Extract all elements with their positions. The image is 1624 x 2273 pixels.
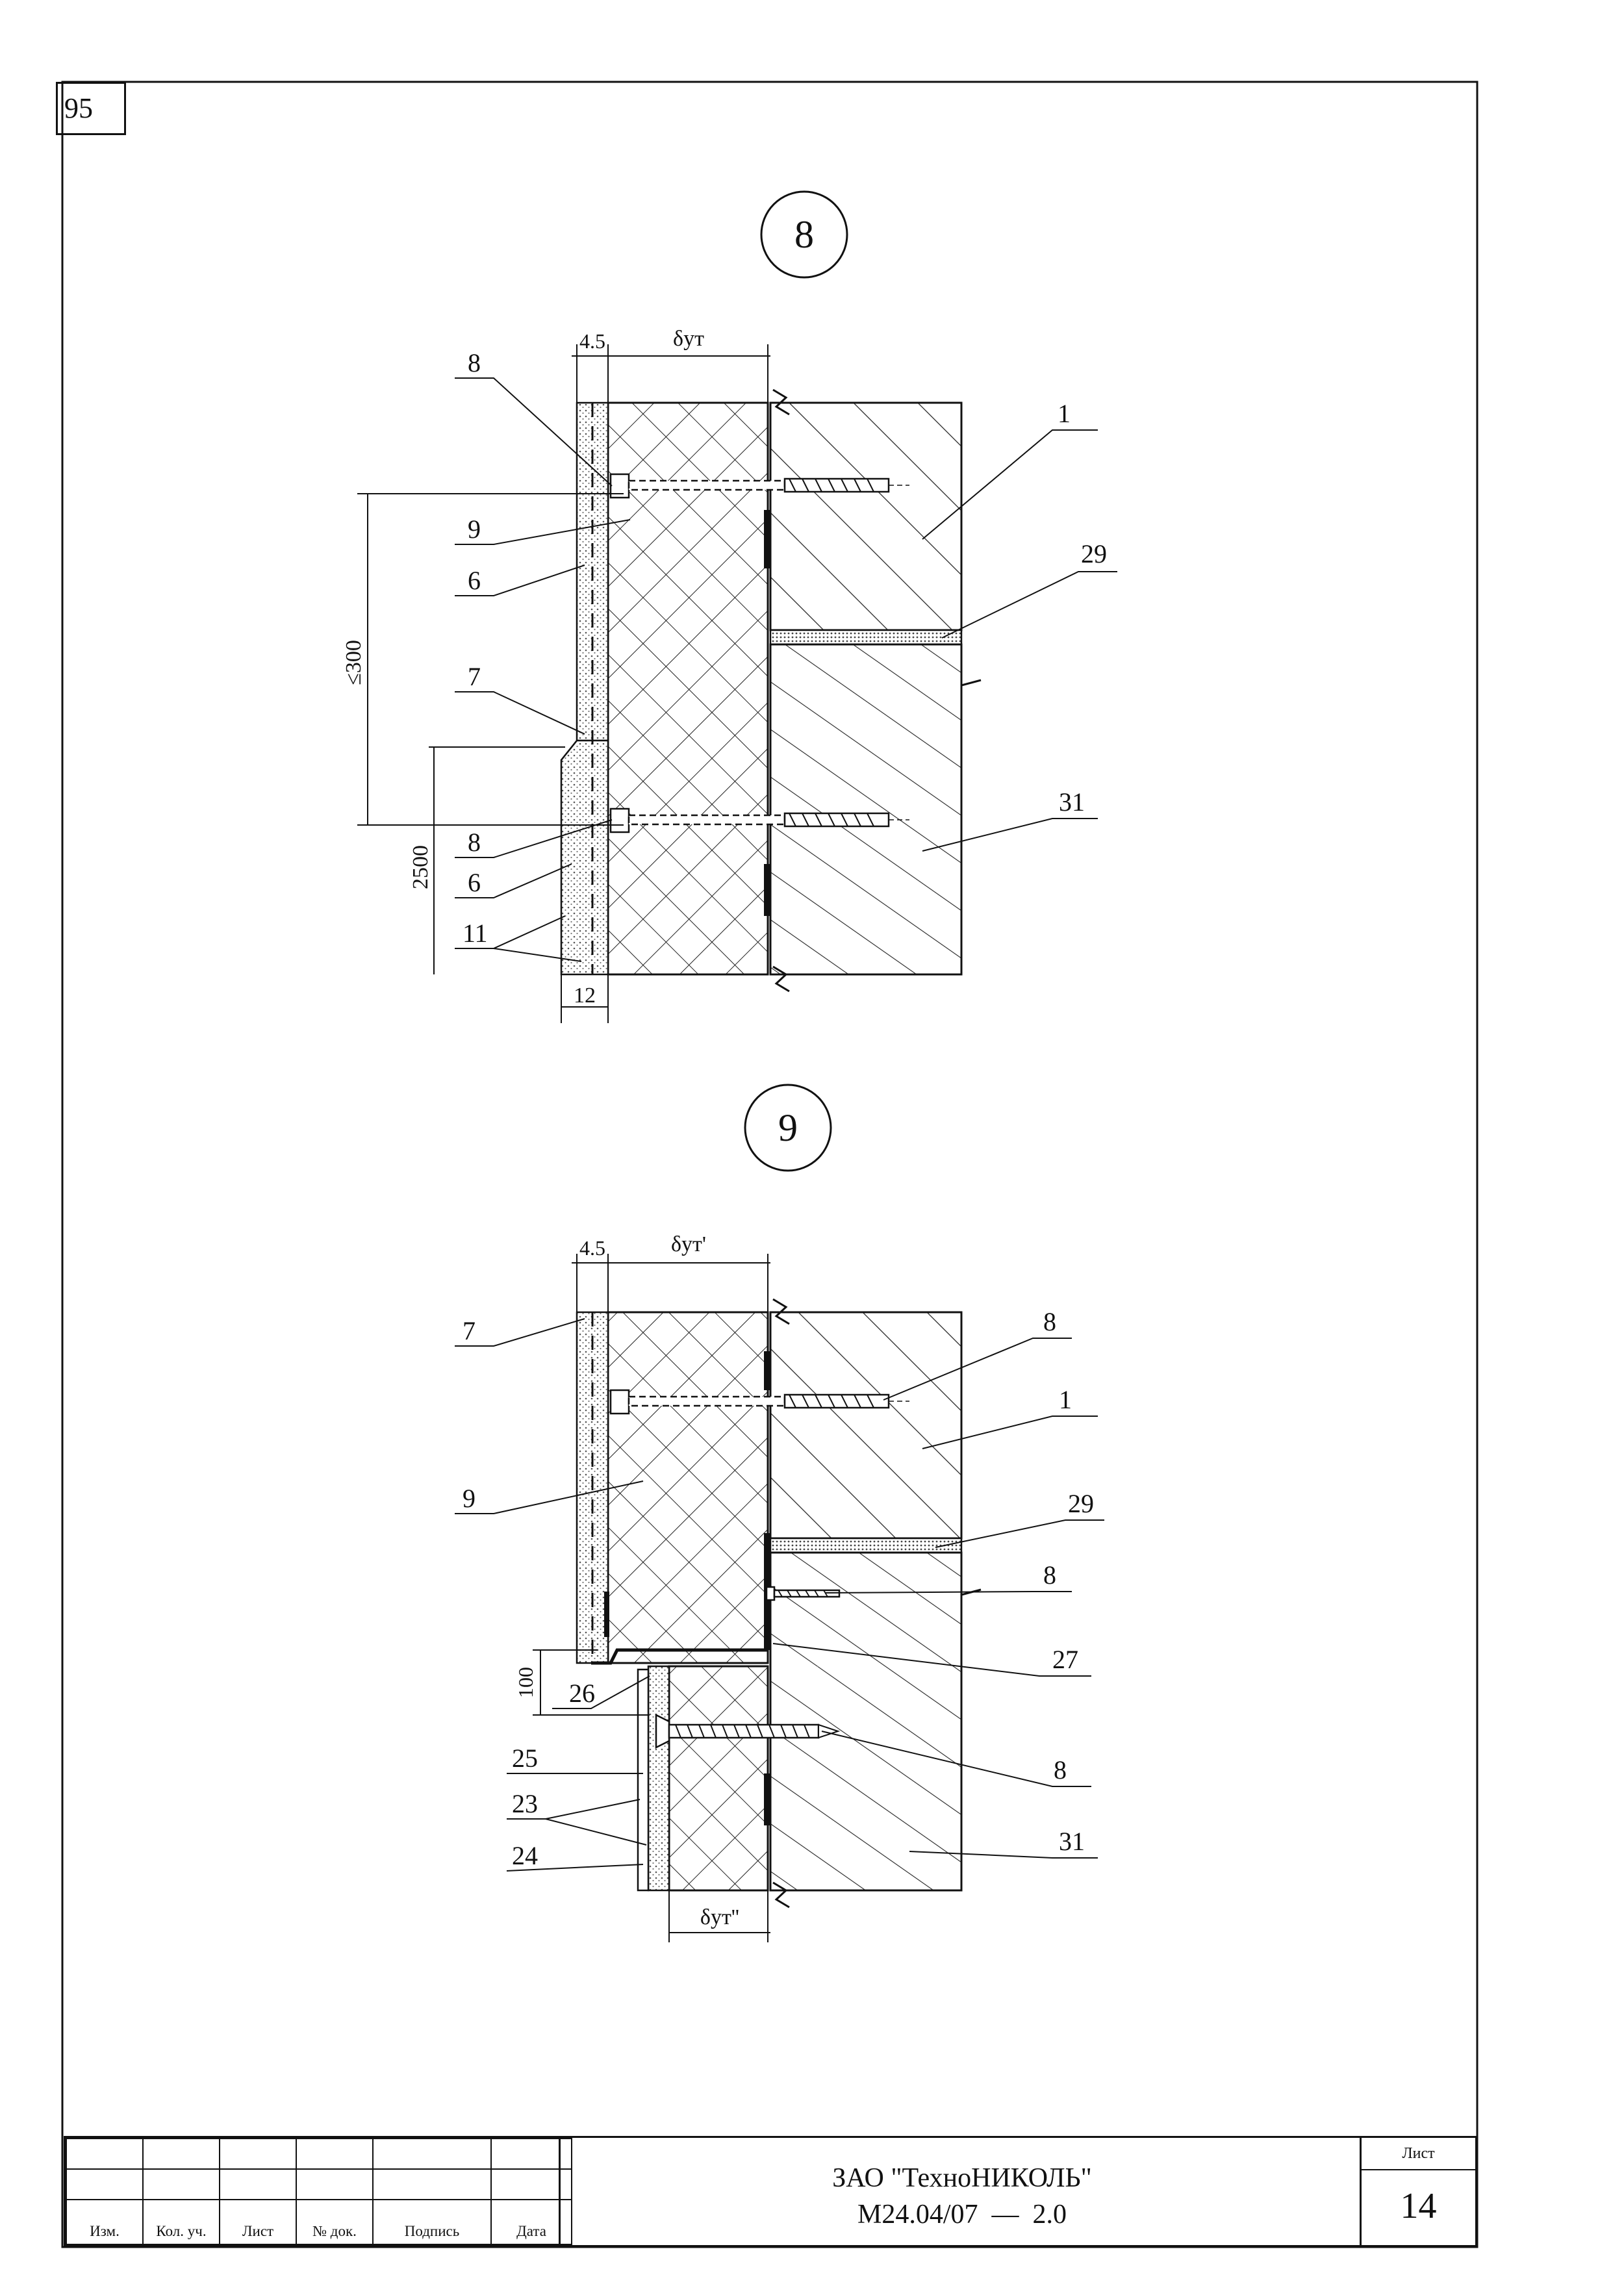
render-layer-lower xyxy=(560,739,609,976)
dimension-insulation-bottom: δут'' xyxy=(700,1905,739,1929)
callout-label: 23 xyxy=(512,1789,538,1818)
callout-label: 11 xyxy=(463,919,488,948)
adhesive-strip xyxy=(764,1773,770,1825)
anchor-upper xyxy=(609,1389,909,1415)
callouts-left xyxy=(455,377,631,962)
break-line xyxy=(772,1881,790,1909)
organization-name: ЗАО "ТехноНИКОЛЬ" xyxy=(832,2163,1092,2193)
wall-masonry-lower xyxy=(769,643,963,976)
adhesive-strip xyxy=(604,1592,609,1637)
anchor-profile xyxy=(765,1586,841,1601)
wall-masonry-upper xyxy=(769,1311,963,1540)
title-block: Изм. Кол. уч. Лист № док. Подпись Дата З… xyxy=(64,2136,1477,2247)
callout-label: 8 xyxy=(468,828,481,857)
dimension-outer: 4.5 xyxy=(579,329,605,353)
callout-label: 24 xyxy=(512,1841,538,1870)
detail-marker-circle xyxy=(760,190,848,279)
sheet-caption: Лист xyxy=(1362,2138,1475,2170)
organization-block: ЗАО "ТехноНИКОЛЬ" М24.04/07 — 2.0 xyxy=(559,2138,1364,2245)
detail-marker-label: 8 xyxy=(794,213,814,256)
anchor-upper xyxy=(609,473,909,499)
callout-label: 6 xyxy=(468,566,481,595)
callout-label: 9 xyxy=(468,514,481,544)
column-header-count: Кол. уч. xyxy=(142,2199,220,2245)
dimension-insulation: δут xyxy=(673,327,704,351)
dimension-step: 100 xyxy=(514,1667,537,1698)
page-number: 95 xyxy=(56,82,126,135)
finishing-layer xyxy=(647,1665,670,1892)
anchor-lower xyxy=(655,1713,841,1749)
sheet-box: Лист 14 xyxy=(1360,2138,1475,2245)
column-header-signature: Подпись xyxy=(372,2199,492,2245)
callout-label: 9 xyxy=(463,1484,476,1513)
callout-label: 8 xyxy=(1043,1307,1056,1336)
dimension-spacing: ≤300 xyxy=(342,640,366,685)
detail-marker-label: 9 xyxy=(778,1106,798,1149)
adhesive-strip xyxy=(764,510,770,568)
detail-9: 9 xyxy=(455,1084,1104,1942)
detail-marker-circle xyxy=(744,1084,832,1172)
callout-label: 25 xyxy=(512,1744,538,1773)
sheet-frame xyxy=(61,81,1478,2248)
callout-label: 7 xyxy=(468,662,481,691)
wall-masonry-upper xyxy=(769,401,963,631)
break-line xyxy=(772,388,790,416)
callout-label: 8 xyxy=(1043,1560,1056,1590)
revision-table: Изм. Кол. уч. Лист № док. Подпись Дата xyxy=(66,2138,572,2245)
dimension-outer: 4.5 xyxy=(579,1236,605,1260)
callout-label: 8 xyxy=(468,348,481,377)
break-line xyxy=(772,965,790,993)
insulation-board-upper xyxy=(607,1311,769,1664)
callout-label: 31 xyxy=(1059,1827,1085,1856)
callout-label: 27 xyxy=(1052,1645,1078,1674)
callout-label: 29 xyxy=(1068,1489,1094,1518)
column-header-doc-number: № док. xyxy=(296,2199,374,2245)
callout-label: 26 xyxy=(569,1679,595,1708)
callouts-left xyxy=(455,1318,650,1872)
callout-label: 1 xyxy=(1059,1385,1072,1414)
dimension-height: 2500 xyxy=(409,845,433,889)
mortar-joint xyxy=(769,1537,963,1554)
sheet-number: 14 xyxy=(1400,2186,1437,2226)
mortar-joint xyxy=(769,629,963,646)
break-line xyxy=(961,679,982,687)
wall-masonry-lower xyxy=(769,1551,963,1892)
column-header-sheet: Лист xyxy=(219,2199,297,2245)
callout-label: 6 xyxy=(468,868,481,897)
callouts-right xyxy=(772,1338,1104,1859)
callout-label: 29 xyxy=(1081,539,1107,568)
callout-label: 31 xyxy=(1059,787,1085,817)
anchor-lower xyxy=(609,807,909,833)
dimension-insulation-top: δут' xyxy=(671,1232,706,1256)
dimension-bottom: 12 xyxy=(574,984,596,1008)
facing-plate xyxy=(637,1668,650,1892)
callout-label: 8 xyxy=(1054,1755,1067,1784)
callouts-right xyxy=(922,429,1117,852)
insulation-board-lower xyxy=(668,1665,769,1892)
insulation-board xyxy=(607,401,769,976)
callout-label: 7 xyxy=(463,1316,476,1345)
callout-label: 1 xyxy=(1058,399,1071,428)
break-line xyxy=(772,1298,790,1325)
adhesive-strip xyxy=(764,864,770,916)
document-code: М24.04/07 — 2.0 xyxy=(857,2200,1067,2229)
adhesive-strip xyxy=(764,1351,770,1390)
column-header-change: Изм. xyxy=(66,2199,144,2245)
detail-8: 8 xyxy=(342,190,1117,1023)
